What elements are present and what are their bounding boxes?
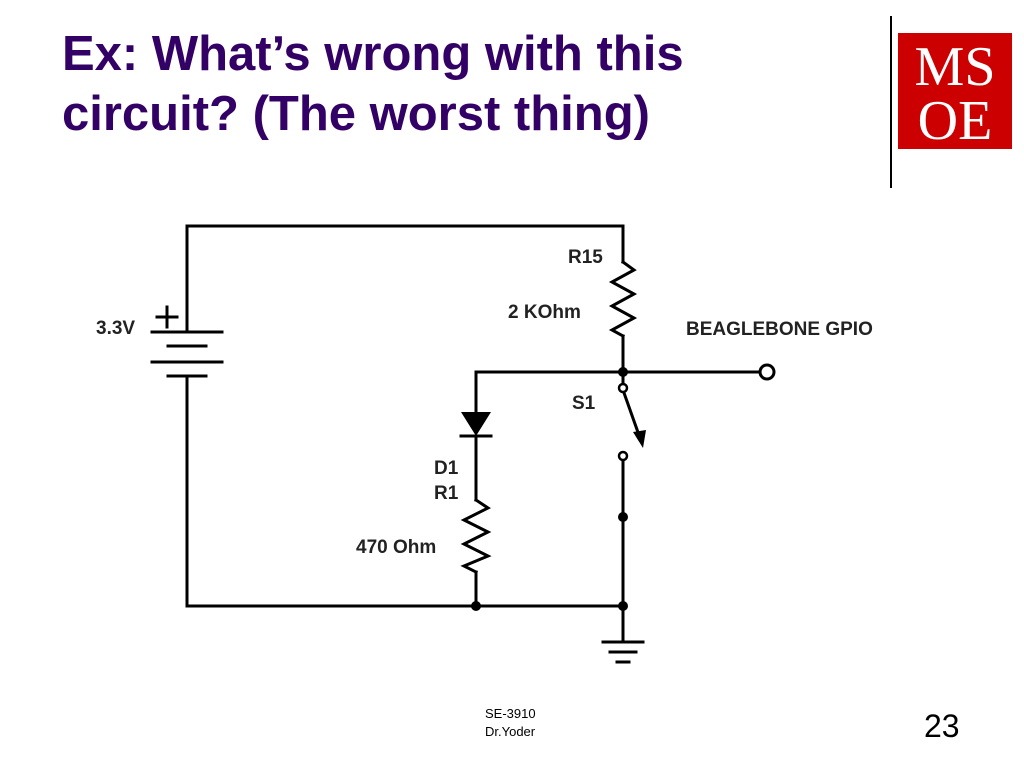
msoe-logo-graphic: MS OE: [898, 33, 1012, 149]
diode-d1-triangle: [461, 412, 491, 436]
diode-d1-label: D1: [434, 458, 459, 479]
switch-s1-contact-top: [617, 382, 629, 394]
msoe-logo: MS OE: [898, 33, 1012, 149]
header-divider: [890, 16, 892, 188]
r15-name-label: R15: [568, 247, 603, 268]
gpio-label: BEAGLEBONE GPIO: [686, 319, 873, 340]
logo-text-bottom: OE: [918, 90, 993, 149]
logo-background: [898, 33, 1012, 149]
slide-title: Ex: What’s wrong with this circuit? (The…: [62, 24, 842, 144]
slide-title-line-2: circuit? (The worst thing): [62, 87, 650, 141]
resistor-r1: [460, 497, 492, 575]
page-number: 23: [924, 708, 960, 744]
slide-title-line-1: Ex: What’s wrong with this: [62, 27, 684, 81]
resistor-r15: [608, 259, 638, 339]
junction-dot-bottom-right: [618, 601, 628, 611]
footer-course-code: SE-3910: [485, 706, 536, 721]
junction-dot-bottom-left: [471, 601, 481, 611]
logo-text-top: MS: [915, 36, 996, 98]
switch-s1-label: S1: [572, 393, 596, 414]
circuit-diagram: 3.3V R15 2 KOhm BEAGLEBONE GPIO S1 D1 R1…: [96, 224, 873, 664]
junction-dot-switch: [618, 512, 628, 522]
switch-s1-blade: [621, 388, 642, 440]
junction-dot-top: [618, 367, 628, 377]
r15-value-label: 2 KOhm: [508, 302, 581, 323]
wire-diode-branch: [474, 370, 625, 414]
switch-s1-contact-bottom: [617, 450, 629, 462]
r1-name-label: R1: [434, 483, 459, 504]
battery-voltage-label: 3.3V: [96, 318, 135, 339]
gpio-terminal: [758, 363, 776, 381]
r1-value-label: 470 Ohm: [356, 537, 436, 558]
wire-top: [185, 224, 625, 334]
switch-s1-arrow: [633, 430, 646, 448]
wire-bottom-rail: [185, 376, 625, 608]
footer-author: Dr.Yoder: [485, 724, 536, 739]
